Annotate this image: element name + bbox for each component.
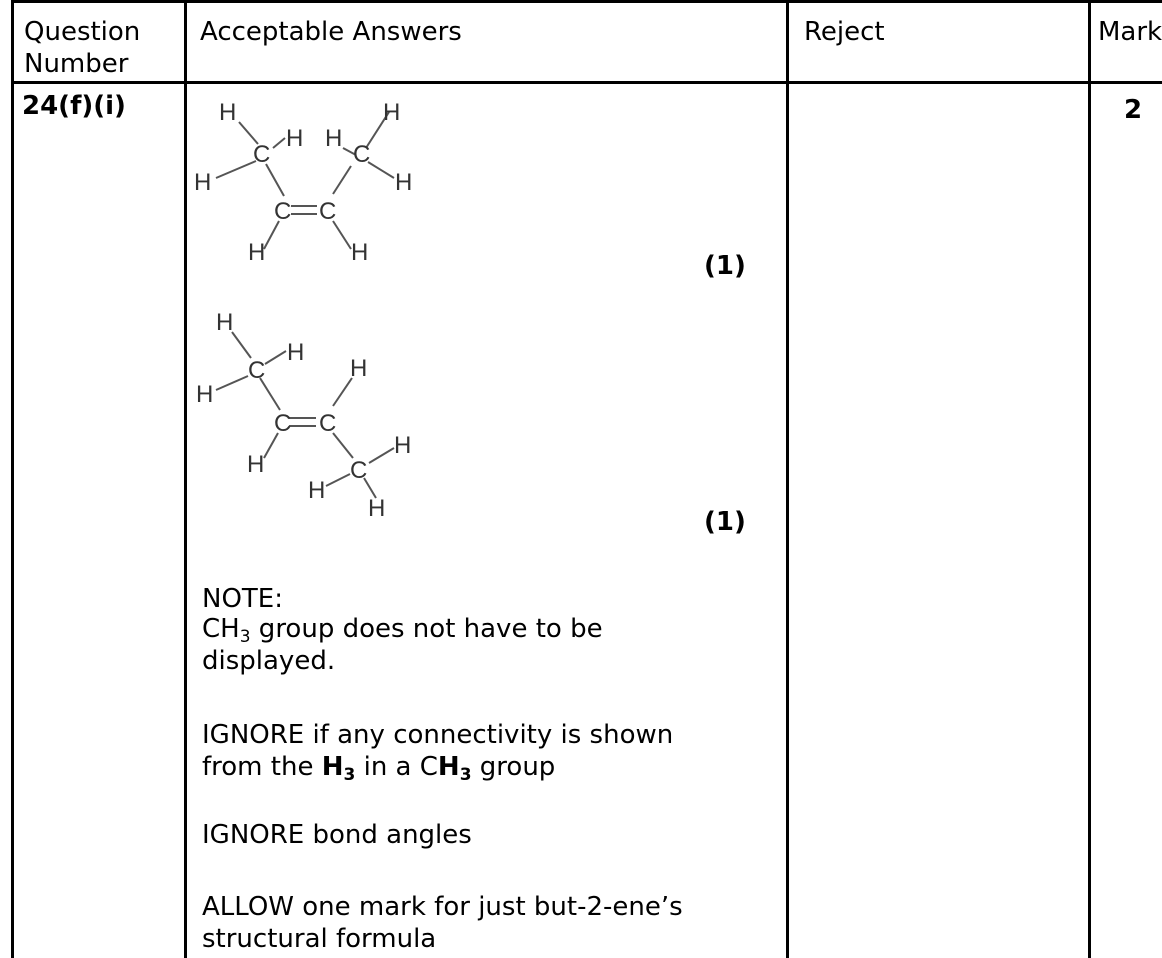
ignore-connectivity-line-2: from the H3 in a CH3 group [202,752,556,785]
atom-c: C [319,410,336,437]
atom-h: H [394,432,411,459]
cis-but-2-ene-structure: H C H H C C H H C H H H [194,99,412,266]
atom-h: H [350,355,367,382]
ignore-bold-h-2: H [437,752,460,782]
structure-2-mark: (1) [704,507,746,537]
structure-1-mark: (1) [704,251,746,281]
atom-c: C [353,141,370,168]
note-ch-subscript: 3 [239,627,251,647]
atom-c: C [274,410,291,437]
allow-line-2: structural formula [202,924,437,954]
atom-h: H [196,381,213,408]
atom-c: C [248,357,265,384]
allow-line-1: ALLOW one mark for just but-2-ene’s [202,892,683,922]
atom-h: H [325,125,342,152]
atom-h: H [194,169,211,196]
atom-h: H [351,239,368,266]
column-border-mark [1088,0,1091,958]
header-question-number-line1: Question [24,17,141,47]
atom-h: H [368,495,385,518]
atom-h: H [383,99,400,126]
header-bottom-border [11,81,1162,84]
atom-h: H [216,309,233,336]
mark-value: 2 [1124,95,1143,125]
atom-c: C [319,198,336,225]
note-line-1-rest: group does not have to be [250,614,603,644]
note-line-2: displayed. [202,646,336,676]
atom-h: H [219,99,236,126]
ignore-bold-sub: 3 [343,765,356,785]
atom-c: C [253,141,270,168]
atom-c: C [350,457,367,484]
atom-c: C [274,198,291,225]
ignore-text-a: from the [202,752,322,782]
atom-h: H [248,239,265,266]
ignore-text-c: group [471,752,556,782]
header-reject: Reject [804,17,885,47]
ignore-bond-angles: IGNORE bond angles [202,820,472,850]
ignore-connectivity-line-1: IGNORE if any connectivity is shown [202,720,674,750]
column-border-left [11,0,14,958]
atom-h: H [286,125,303,152]
note-heading: NOTE: [202,584,283,614]
question-number: 24(f)(i) [22,91,126,121]
note-ch-prefix: CH [202,614,240,644]
note-line-1: CH3 group does not have to be [202,614,603,647]
header-question-number-line2: Number [24,49,129,79]
ignore-text-b: in a C [355,752,438,782]
table-top-border [11,0,1162,3]
atom-h: H [395,169,412,196]
atom-h: H [287,339,304,366]
header-mark: Mark [1098,17,1162,47]
header-acceptable-answers: Acceptable Answers [200,17,462,47]
ignore-bold-sub-2: 3 [459,765,472,785]
atom-h: H [308,477,325,504]
trans-but-2-ene-structure: H C H H C C H H C H H H [196,309,411,518]
column-border-answers [184,0,187,958]
column-border-reject [786,0,789,958]
atom-h: H [247,451,264,478]
ignore-bold-h: H [321,752,344,782]
